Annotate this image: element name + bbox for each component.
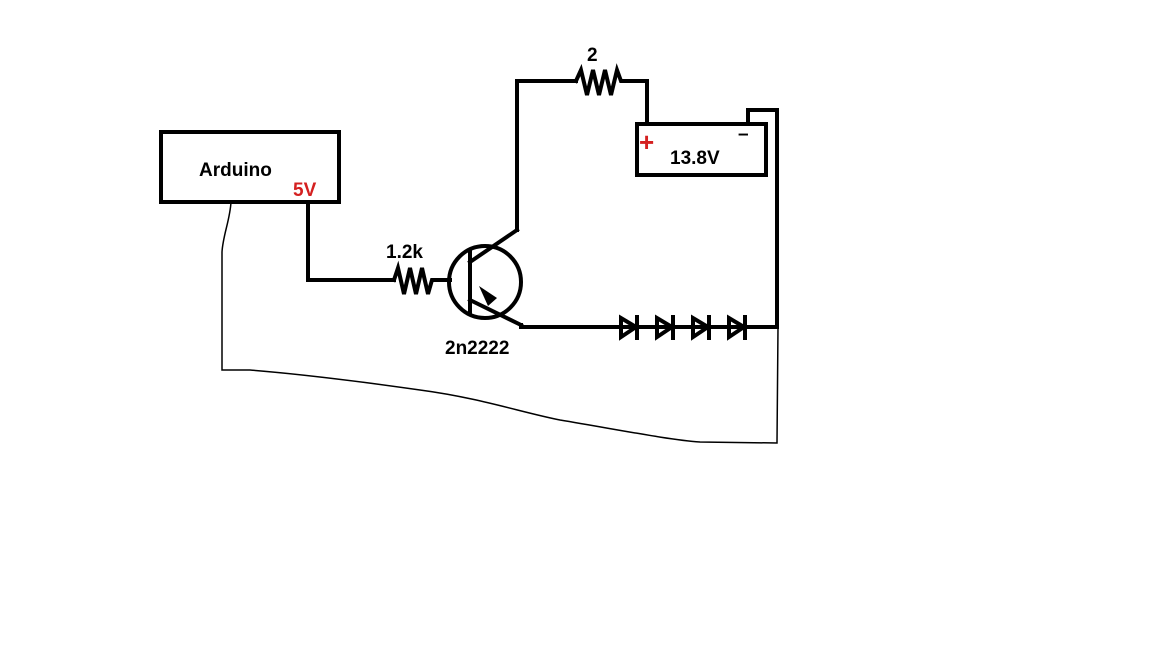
transistor-label: 2n2222 — [445, 338, 509, 359]
arduino-label: Arduino — [199, 160, 272, 181]
base-resistor: 1.2k — [386, 242, 452, 295]
base-resistor-label: 1.2k — [386, 242, 423, 263]
arduino-5v-pin-label: 5V — [293, 180, 317, 201]
arduino-block: Arduino 5V — [159, 130, 341, 204]
battery-voltage-label: 13.8V — [670, 148, 720, 169]
emitter-arrow — [479, 286, 497, 306]
led-string — [618, 314, 779, 341]
wire-emitter-to-leds — [519, 323, 622, 329]
wire-5v-to-base-resistor — [306, 200, 396, 282]
collector-resistor-label: 2 — [587, 45, 598, 66]
collector-resistor: 2 — [573, 45, 649, 126]
battery-minus-sign: – — [738, 124, 749, 145]
led-1 — [619, 314, 640, 341]
led-3 — [691, 314, 712, 341]
led-4 — [727, 314, 748, 341]
battery-plus-sign: + — [639, 127, 654, 157]
battery-terminal-tab — [746, 108, 779, 126]
wire-ground-return — [221, 201, 779, 444]
wire-collector — [515, 79, 578, 232]
led-2 — [655, 314, 676, 341]
transistor-2n2222: 2n2222 — [445, 227, 524, 359]
battery: + – 13.8V — [635, 108, 779, 177]
